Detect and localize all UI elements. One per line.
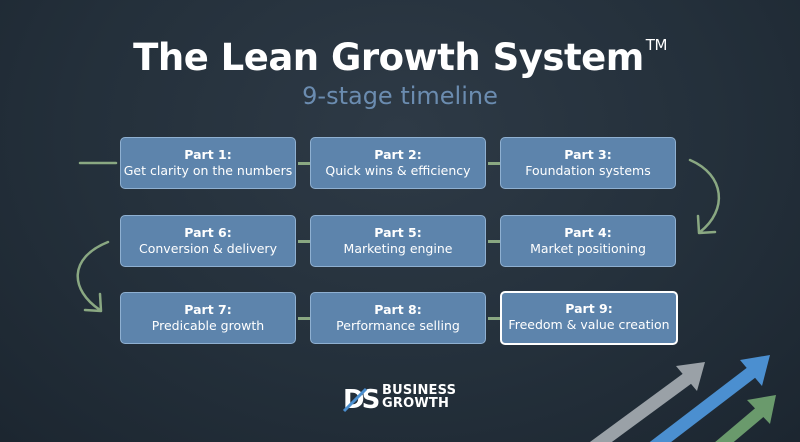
svg-text:DS: DS bbox=[343, 385, 379, 413]
stage-box-1: Part 1: Get clarity on the numbers bbox=[120, 137, 296, 189]
stage-box-8: Part 8: Performance selling bbox=[310, 292, 486, 344]
stage-box-6: Part 6: Conversion & delivery bbox=[120, 215, 296, 267]
page-subtitle: 9-stage timeline bbox=[302, 82, 498, 110]
logo-text: BUSINESS GROWTH bbox=[382, 384, 456, 410]
stage-description: Predicable growth bbox=[151, 318, 265, 333]
stage-description: Get clarity on the numbers bbox=[123, 163, 293, 178]
stage-box-3: Part 3: Foundation systems bbox=[500, 137, 676, 189]
stage-description: Performance selling bbox=[336, 318, 460, 333]
stage-part-label: Part 6: bbox=[184, 225, 232, 240]
curved-arrow-icon-left bbox=[76, 240, 110, 313]
stage-description: Market positioning bbox=[530, 241, 646, 256]
stage-box-9: Part 9: Freedom & value creation bbox=[500, 291, 678, 345]
stage-part-label: Part 5: bbox=[374, 225, 422, 240]
growth-arrows-icon bbox=[589, 355, 776, 442]
logo-mark-icon: DS bbox=[342, 385, 382, 413]
stage-description: Marketing engine bbox=[343, 241, 453, 256]
stage-connector bbox=[298, 240, 310, 243]
stage-box-7: Part 7: Predicable growth bbox=[120, 292, 296, 344]
stage-description: Foundation systems bbox=[525, 163, 651, 178]
stage-connector bbox=[488, 317, 500, 320]
stage-connector bbox=[488, 240, 500, 243]
stage-connector bbox=[488, 162, 500, 165]
stage-description: Quick wins & efficiency bbox=[325, 163, 471, 178]
stage-description: Freedom & value creation bbox=[508, 317, 670, 332]
curved-arrow-icon bbox=[688, 158, 721, 235]
stage-box-2: Part 2: Quick wins & efficiency bbox=[310, 137, 486, 189]
trademark-symbol: TM bbox=[645, 36, 668, 54]
stage-part-label: Part 9: bbox=[565, 301, 613, 316]
company-logo: DS BUSINESS GROWTH bbox=[342, 383, 462, 413]
stage-box-5: Part 5: Marketing engine bbox=[310, 215, 486, 267]
logo-line-business: BUSINESS bbox=[382, 383, 457, 398]
stage-connector bbox=[298, 162, 310, 165]
stage-part-label: Part 4: bbox=[564, 225, 612, 240]
stage-part-label: Part 1: bbox=[184, 147, 232, 162]
logo-line-growth: GROWTH bbox=[382, 396, 450, 411]
stage-part-label: Part 2: bbox=[374, 147, 422, 162]
stage-part-label: Part 8: bbox=[374, 302, 422, 317]
stage-part-label: Part 3: bbox=[564, 147, 612, 162]
stage-box-4: Part 4: Market positioning bbox=[500, 215, 676, 267]
stage-part-label: Part 7: bbox=[184, 302, 232, 317]
stage-description: Conversion & delivery bbox=[139, 241, 277, 256]
stage-connector bbox=[298, 317, 310, 320]
